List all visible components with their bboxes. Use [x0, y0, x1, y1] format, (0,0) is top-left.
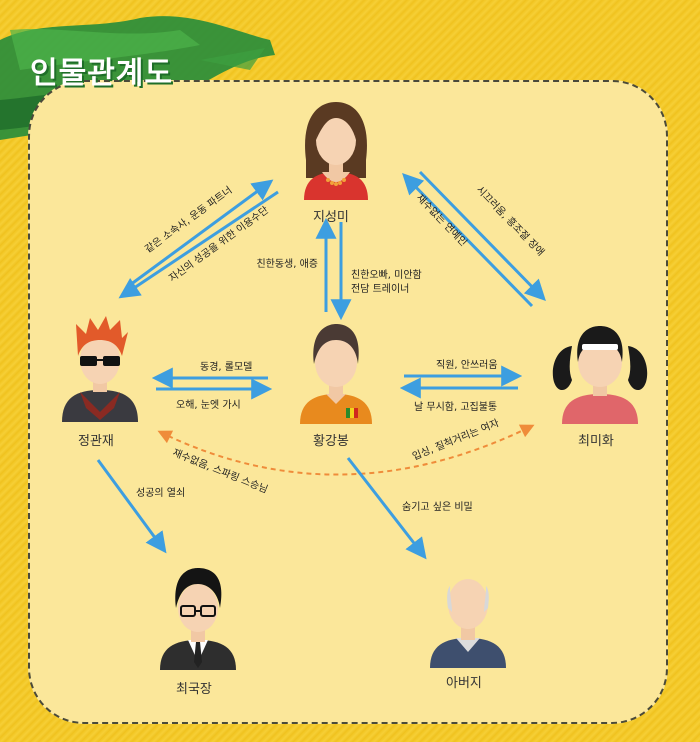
- arrow-ji-to-choe: [418, 170, 546, 302]
- avatar-jiseongmi: [304, 102, 368, 200]
- relation-label: 날 무시함, 고집불통: [414, 401, 497, 413]
- relation-label: 동경, 롤모델: [200, 360, 252, 373]
- name-jeonggwanjae: 정관재: [78, 434, 114, 449]
- arrow-hwang-to-father: [346, 457, 427, 560]
- arrow-choe-to-ji: [402, 172, 534, 308]
- arrow-jeong-to-chief: [96, 459, 167, 554]
- relation-label: 성공의 열쇠: [136, 487, 185, 499]
- name-hwanggangbong: 황강봉: [313, 434, 349, 449]
- dashed-arrow-jeong-choe: [157, 424, 535, 476]
- relation-label: 오해, 눈엣 가시: [176, 398, 241, 411]
- relation-label: 시끄러움, 흥조절 장애: [474, 183, 547, 258]
- name-abeoji: 아버지: [446, 676, 482, 691]
- relation-label: 숨기고 싶은 비밀: [402, 501, 473, 513]
- relation-label: 친한오빠, 미안함: [351, 269, 422, 281]
- arrow-ji-to-jeong: [118, 190, 279, 299]
- name-choemihwa: 최미화: [578, 434, 614, 449]
- name-jiseongmi: 지성미: [313, 210, 349, 225]
- relation-label: 자신의 성공을 위한 이용수단: [166, 203, 271, 284]
- relation-label: 친한동생, 애증: [256, 258, 318, 270]
- avatar-choemihwa: [552, 326, 648, 424]
- avatar-hwanggangbong: [300, 324, 372, 424]
- avatar-abeoji: [430, 579, 506, 668]
- relation-label: 재수없음, 스파링 스승님: [171, 446, 270, 496]
- page-title: 인물관계도: [30, 56, 173, 91]
- relation-label: 전담 트레이너: [351, 283, 409, 295]
- relation-label: 직원, 안쓰러움: [436, 359, 498, 371]
- avatar-choegukjang: [160, 568, 236, 670]
- relation-label: 입싱, 질척거리는 여자: [410, 416, 500, 463]
- arrow-jeong-to-ji: [129, 179, 274, 287]
- avatar-jeonggwanjae: [62, 316, 138, 422]
- relation-label: 재수없는 연예인: [414, 191, 470, 249]
- name-choegukjang: 최국장: [176, 682, 212, 697]
